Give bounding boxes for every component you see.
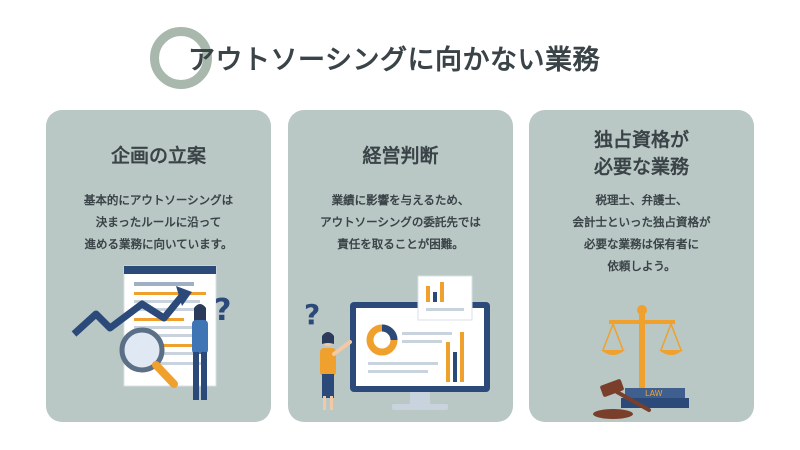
text-line-shape (134, 362, 204, 365)
person-leg (323, 396, 326, 410)
scales-pan-icon (601, 350, 625, 355)
person-leg (193, 352, 199, 400)
text-line-shape (134, 326, 204, 329)
text-line-shape (134, 334, 194, 337)
card-title-line: 経営判断 (362, 145, 439, 167)
scales-string (602, 323, 614, 351)
magnifier-icon (119, 327, 165, 373)
bar-shape (453, 352, 457, 382)
person-body (320, 348, 336, 376)
scales-string (612, 323, 624, 351)
text-line-shape (134, 318, 184, 321)
person-hair (194, 304, 206, 324)
text-line-shape (402, 340, 442, 343)
gavel-handle (615, 390, 651, 412)
card-description: 業績に影響を与えるため、 アウトソーシングの委託先では 責任を取ることが困難。 (296, 189, 505, 255)
law-book-label: LAW (645, 389, 663, 398)
law-illustration: LAW (593, 305, 689, 419)
scales-string (660, 323, 672, 351)
planning-illustration: ? (71, 265, 231, 400)
person-leg (201, 352, 207, 400)
card-description-line: 責任を取ることが困難。 (337, 237, 464, 251)
text-line-shape (134, 300, 200, 303)
bar-shape (433, 292, 437, 302)
card-title-line: 企画の立案 (110, 145, 206, 167)
book-icon (625, 388, 685, 398)
donut-chart-segment (381, 324, 398, 341)
management-illustration: ? (304, 275, 490, 410)
card-title: 経営判断 (288, 143, 513, 170)
scales-string (670, 323, 682, 351)
card-description-line: 税理士、弁護士、 (595, 193, 688, 207)
person-leg (330, 396, 333, 410)
text-line-shape (134, 282, 194, 286)
document-header-bar (124, 266, 216, 274)
question-mark-icon: ? (304, 298, 320, 331)
card-description: 基本的にアウトソーシングは 決まったルールに沿って 進める業務に向いています。 (54, 189, 263, 255)
trend-arrow-icon (71, 293, 185, 337)
question-mark-icon: ? (214, 293, 231, 328)
text-line-shape (368, 362, 438, 365)
gavel-block (593, 409, 633, 419)
card-description-line: アウトソーシングの委託先では (320, 215, 481, 229)
bar-shape (426, 286, 430, 302)
scales-top (637, 305, 647, 315)
text-line-shape (368, 370, 428, 373)
bar-shape (460, 332, 464, 382)
card-licensed-work: 独占資格が 必要な業務 税理士、弁護士、 会計士といった独占資格が 必要な業務は… (529, 110, 754, 422)
card-title: 独占資格が 必要な業務 (529, 127, 754, 181)
bar-shape (440, 282, 444, 302)
text-line-shape (402, 332, 452, 335)
monitor-stand (410, 392, 430, 406)
person-skirt (322, 374, 334, 398)
card-description-line: 決まったルールに沿って (95, 215, 222, 229)
card-description: 税理士、弁護士、 会計士といった独占資格が 必要な業務は保有者に 依頼しよう。 (537, 189, 746, 277)
card-title-line: 必要な業務 (593, 156, 689, 178)
text-line-shape (134, 344, 204, 347)
text-line-shape (426, 308, 464, 311)
card-title-line: 独占資格が (593, 129, 689, 151)
card-planning: 企画の立案 基本的にアウトソーシングは 決まったルールに沿って 進める業務に向い… (46, 110, 271, 422)
person-body (192, 320, 208, 354)
card-title: 企画の立案 (46, 143, 271, 170)
person-arm (332, 340, 352, 356)
magnifier-handle (152, 361, 178, 388)
scales-pillar (639, 312, 645, 396)
gavel-icon (600, 379, 624, 397)
card-description-line: 進める業務に向いています。 (84, 237, 233, 251)
book-icon (621, 398, 689, 408)
scales-beam (609, 320, 675, 324)
bar-shape (446, 342, 450, 382)
card-description-line: 必要な業務は保有者に (584, 237, 699, 251)
text-line-shape (134, 292, 206, 295)
monitor-base (392, 404, 448, 410)
card-description-line: 依頼しよう。 (607, 259, 676, 273)
page-header: アウトソーシングに向かない業務 (0, 0, 800, 100)
page-title: アウトソーシングに向かない業務 (188, 45, 600, 76)
card-description-line: 会計士といった独占資格が (572, 215, 711, 229)
card-management-decision: 経営判断 業績に影響を与えるため、 アウトソーシングの委託先では 責任を取ること… (288, 110, 513, 422)
scales-pan-icon (659, 350, 683, 355)
text-line-shape (134, 352, 198, 355)
card-description-line: 基本的にアウトソーシングは (83, 193, 234, 207)
arrow-head-icon (176, 286, 192, 306)
title-ring-decoration (150, 27, 212, 89)
person-hair (322, 332, 334, 344)
card-description-line: 業績に影響を与えるため、 (331, 193, 470, 207)
